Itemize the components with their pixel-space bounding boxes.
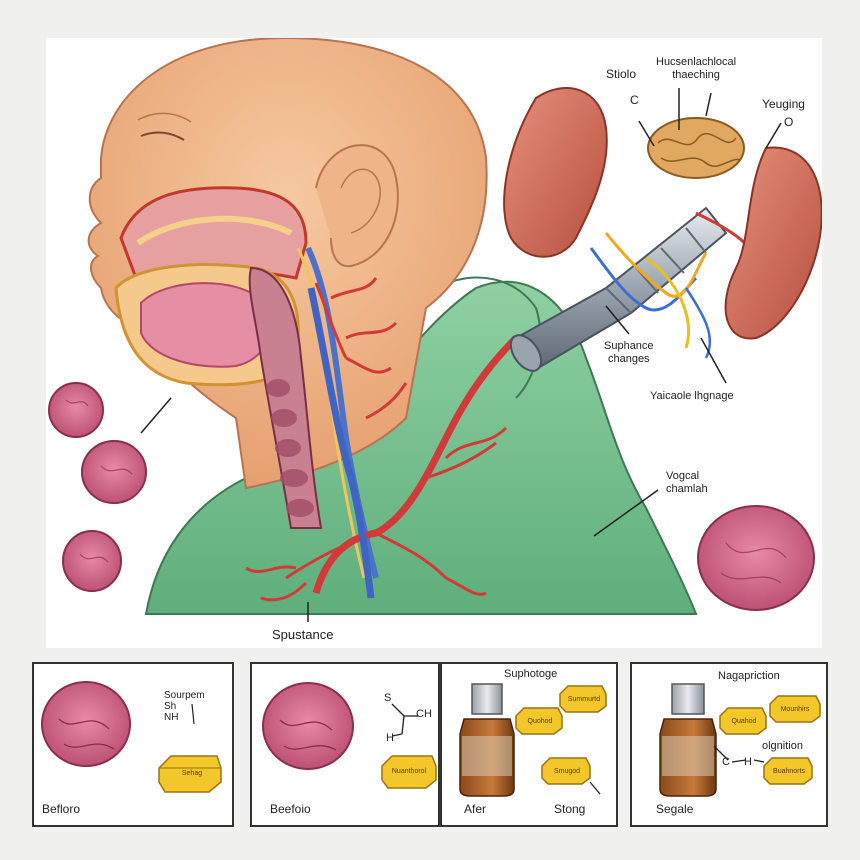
panel-3-bottom-label: Afer <box>464 802 487 816</box>
airway <box>248 266 323 529</box>
panel-4-formula-c: C <box>722 756 730 768</box>
label-bottom: Spustance <box>272 627 334 642</box>
panel-3-tablet-3: Smugod <box>553 768 581 775</box>
panel-4-art <box>659 683 821 797</box>
panel-nagapriction: Nagapriction Quahod Mounhirs Buahnorts o… <box>630 662 828 827</box>
tissue-blob <box>41 681 131 767</box>
panel-before-1: Sourpem Sh NH Sehag Befloro <box>32 662 234 827</box>
panel-4-tablet-3: Buahnorts <box>773 768 805 775</box>
panel-1-side-label: Sourpem Sh NH <box>164 690 205 723</box>
tablets <box>719 695 821 785</box>
organ-left <box>503 87 608 258</box>
panel-4-bottom-label: Segale <box>656 802 694 816</box>
label-top-right-letter: O <box>784 115 794 129</box>
panel-2-tablet-text: Nuanthorol <box>391 768 427 775</box>
panel-4-tablet-2: Mounhirs <box>780 706 810 713</box>
panel-3-tablet-1: Quohod <box>527 718 553 725</box>
panel-before-2: S CH H Nuanthorol Beefoio <box>250 662 440 827</box>
illustration-panel: Stiolo C Hucsenlachlocal thaeching Yeugi… <box>46 38 822 648</box>
panel-4-tablet-1: Quahod <box>731 718 757 725</box>
panel-after: Suphotoge Quohod Summurtd Smugod Afer St… <box>440 662 618 827</box>
organ-right <box>724 146 822 340</box>
bottle <box>659 683 717 797</box>
bottle <box>459 683 515 797</box>
ear <box>315 144 399 268</box>
panel-1-bottom-label: Befloro <box>42 802 81 816</box>
gland <box>647 117 745 179</box>
panel-3-tablet-2: Summurtd <box>567 696 601 703</box>
tablets <box>515 685 607 785</box>
label-lower-right: Yaicaole lhgnage <box>650 390 734 402</box>
artery <box>312 335 519 594</box>
panel-4-right-label: olgnition <box>762 740 803 752</box>
chemical-bonds <box>391 703 418 737</box>
label-top-right: Yeuging <box>762 97 805 111</box>
vein <box>307 287 375 599</box>
label-vocal: Vogcal chamlah <box>666 470 708 495</box>
eye <box>140 131 185 141</box>
label-top-left-letter: C <box>630 93 639 107</box>
panel-2-art <box>262 682 437 789</box>
panel-2-bottom-label: Beefoio <box>270 802 311 816</box>
panel-3-art <box>459 683 607 797</box>
panel-2-formula-ch: CH <box>416 708 432 720</box>
panel-4-top-label: Nagapriction <box>718 670 780 682</box>
label-top-center: Hucsenlachlocal thaeching <box>656 56 737 81</box>
panel-4-formula-h: H <box>744 756 752 768</box>
panel-3-top-label: Suphotoge <box>504 668 558 680</box>
metal-pipe <box>509 206 768 372</box>
anatomy-illustration <box>48 38 822 622</box>
panel-2-formula-s: S <box>384 692 392 704</box>
tissue-blob <box>262 682 354 770</box>
tablet <box>158 755 222 793</box>
panel-1-art <box>41 681 222 793</box>
tablet <box>381 755 437 789</box>
panel-3-right-label: Stong <box>554 802 586 816</box>
tissue-blobs <box>48 382 815 611</box>
panel-1-tablet-text: Sehag <box>181 770 203 777</box>
panel-2-formula-h: H <box>386 732 394 744</box>
hood-fold <box>435 276 541 399</box>
label-middle-right: Suphance changes <box>604 340 654 365</box>
label-top-left: Stiolo <box>606 67 637 81</box>
